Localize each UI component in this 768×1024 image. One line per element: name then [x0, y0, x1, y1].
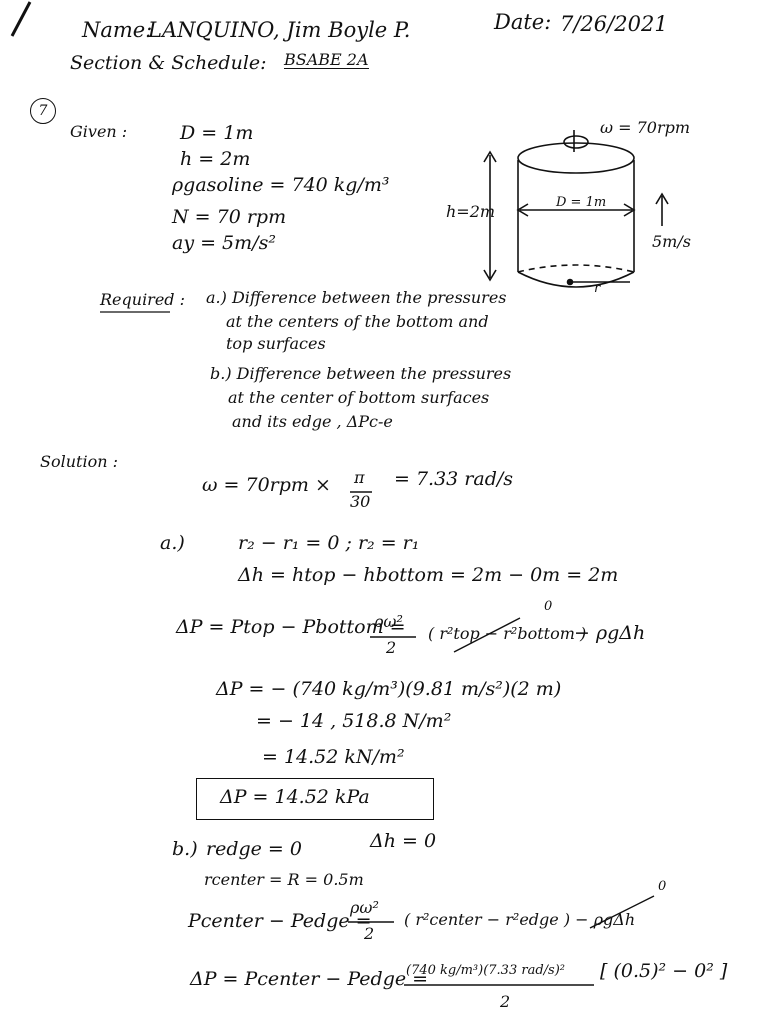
center-dot: [566, 278, 574, 286]
part-b-line4-left: ΔP = Pcenter − Pedge =: [190, 968, 429, 990]
cylinder-figure: [483, 130, 669, 288]
omega-frac-num: π: [354, 468, 365, 487]
part-b-line1-left: redge = 0: [206, 838, 302, 860]
part-a-label: a.): [160, 532, 185, 554]
part-a-frac-num: ρω²: [374, 612, 403, 631]
part-b-line1-right: Δh = 0: [370, 830, 437, 852]
cylinder-top-ellipse: [517, 142, 635, 174]
omega-frac-den: 30: [350, 492, 371, 511]
part-a-boxed-answer: ΔP = 14.52 kPa: [220, 786, 370, 808]
acceleration-arrow-head: [655, 192, 669, 205]
part-b-line3-left: Pcenter − Pedge =: [188, 910, 372, 932]
diameter-arrow-left: [516, 203, 529, 217]
height-arrow-bottom: [483, 269, 497, 282]
height-arrow-top: [483, 150, 497, 163]
given-item: ρgasoline = 740 kg/m³: [172, 174, 390, 196]
diameter-label: D = 1m: [556, 195, 607, 210]
part-a-line3-left: ΔP = Ptop − Pbottom =: [176, 616, 406, 638]
cancel-stroke-a: [453, 617, 521, 653]
part-a-frac-den: 2: [386, 638, 397, 657]
solution-label: Solution :: [40, 452, 118, 471]
given-item: D = 1m: [180, 122, 254, 144]
part-a-line2: Δh = htop − hbottom = 2m − 0m = 2m: [238, 564, 619, 586]
date-value: 7/26/2021: [560, 12, 668, 36]
part-b-line2: rcenter = R = 0.5m: [204, 870, 364, 889]
name-label: Name:: [82, 18, 153, 42]
part-b-frac-den: 2: [364, 924, 375, 943]
required-a-line: a.) Difference between the pressures: [206, 288, 507, 307]
part-a-line6: = 14.52 kN/m²: [262, 746, 405, 768]
part-b-final-den: 2: [500, 992, 511, 1011]
cylinder-bottom-front: [517, 271, 635, 288]
height-label: h=2m: [446, 202, 496, 221]
required-b-line: and its edge , ΔPc-e: [232, 412, 393, 431]
part-a-paren: ( r²top − r²bottom ): [428, 624, 587, 643]
given-label: Given :: [70, 122, 128, 141]
part-a-line4: ΔP = − (740 kg/m³)(9.81 m/s²)(2 m): [216, 678, 562, 700]
cylinder-bottom-back: [517, 264, 635, 273]
answer-box-a: [196, 778, 434, 820]
problem-number: 7: [30, 98, 56, 124]
required-b-line: at the center of bottom surfaces: [228, 388, 490, 407]
cancel-stroke-b: [589, 895, 655, 929]
omega-label: ω = 70rpm: [600, 118, 691, 137]
part-b-zero: 0: [658, 879, 667, 894]
acceleration-label: 5m/s: [652, 232, 691, 251]
given-item: N = 70 rpm: [172, 206, 287, 228]
part-a-zero: 0: [544, 599, 553, 614]
part-a-line1: r₂ − r₁ = 0 ; r₂ = r₁: [238, 532, 420, 554]
diameter-arrow-right: [623, 203, 636, 217]
required-a-line: top surfaces: [226, 334, 326, 353]
part-b-final-tail: [ (0.5)² − 0² ]: [600, 960, 728, 982]
part-a-line5: = − 14 , 518.8 N/m²: [256, 710, 452, 732]
date-label: Date:: [494, 10, 552, 34]
corner-mark: [10, 1, 32, 37]
required-a-line: at the centers of the bottom and: [226, 312, 489, 331]
rotation-symbol: [563, 135, 589, 149]
part-b-paren: ( r²center − r²edge ) − ρgΔh: [404, 910, 636, 929]
required-label: Required :: [100, 290, 186, 309]
part-b-final-num: (740 kg/m³)(7.33 rad/s)²: [406, 963, 565, 978]
section-label: Section & Schedule:: [70, 52, 267, 74]
radius-label: r: [594, 281, 601, 296]
part-a-tail: − ρgΔh: [574, 622, 646, 644]
given-item: ay = 5m/s²: [172, 232, 276, 254]
omega-result: = 7.33 rad/s: [394, 468, 514, 490]
name-value: LANQUINO, Jim Boyle P.: [148, 18, 411, 42]
omega-equation: ω = 70rpm ×: [202, 474, 331, 496]
section-value: BSABE 2A: [284, 50, 369, 69]
part-b-label: b.): [172, 838, 198, 860]
part-b-frac-num: ρω²: [350, 898, 379, 917]
required-b-line: b.) Difference between the pressures: [210, 364, 512, 383]
given-item: h = 2m: [180, 148, 251, 170]
